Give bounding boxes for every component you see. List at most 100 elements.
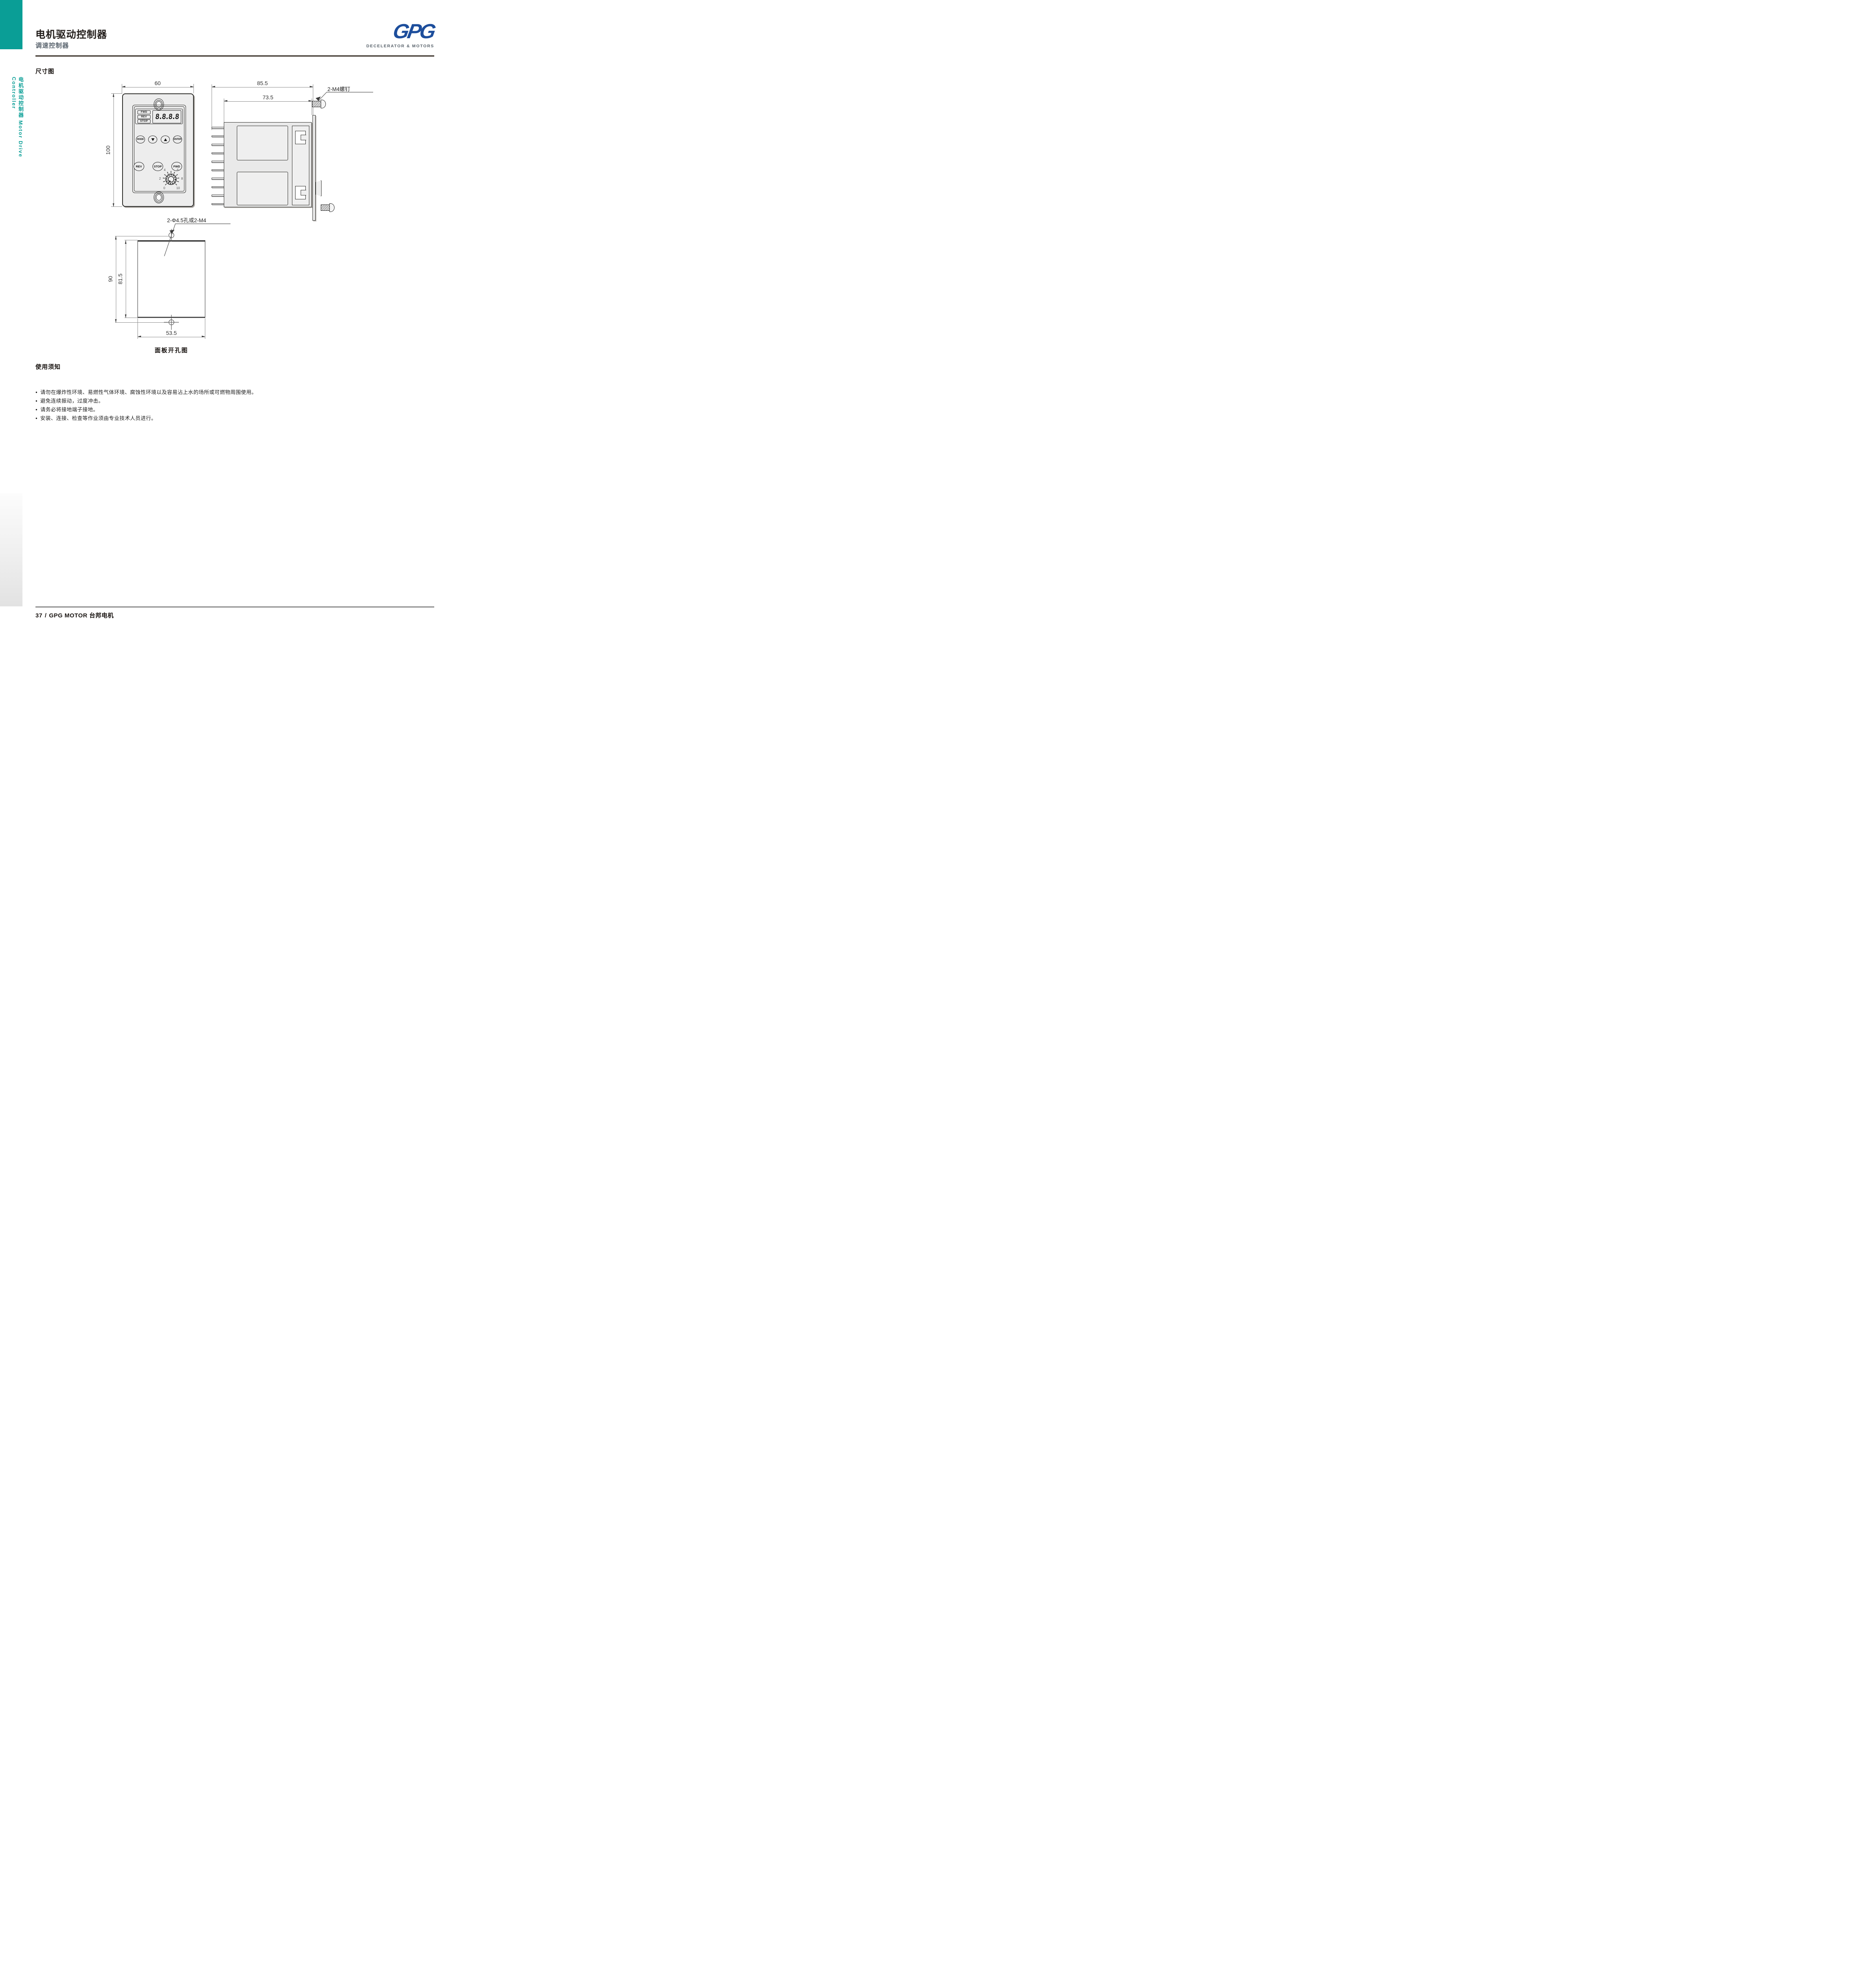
section-title-dimensions: 尺寸图 — [35, 68, 55, 75]
mount-hole-icon — [169, 320, 174, 325]
knob-label-0: 0 — [163, 186, 165, 190]
left-margin-strip — [0, 493, 22, 606]
ext-line — [115, 322, 168, 323]
footer-page-label: 37/GPG MOTOR 台邦电机 — [35, 611, 116, 619]
dim-arrow — [112, 203, 114, 207]
gpg-logo-icon: GPG — [391, 20, 437, 43]
terminal-pin — [212, 152, 225, 154]
dim-arrow — [138, 336, 141, 337]
dim-line-73-5 — [224, 101, 312, 102]
ext-line — [111, 93, 122, 94]
page-number: 37 — [35, 612, 43, 619]
ext-line — [111, 206, 122, 207]
m4-screw-icon — [312, 100, 326, 108]
mounting-clip — [316, 180, 322, 196]
brand-tagline: DECELERATOR & MOTORS — [366, 44, 434, 48]
sidebar-vertical-label: 电机驱动控制器 Motor Drive Controller — [11, 77, 24, 158]
note-item: ●请勿在爆炸性环境、易燃性气体环境、腐蚀性环境以及容易沾上水的场所或可燃物周围使… — [35, 389, 257, 395]
note-item: ●请务必将接地端子接地。 — [35, 407, 99, 413]
knob-label-6: 6 — [177, 168, 179, 172]
mount-slot — [295, 186, 306, 199]
dim-label-90: 90 — [107, 276, 113, 282]
dim-arrow — [310, 86, 313, 87]
bullet-icon: ● — [35, 408, 38, 411]
dim-label-60: 60 — [154, 80, 161, 86]
indicator-fwd: FWD — [138, 110, 151, 114]
dim-arrow — [115, 236, 117, 240]
terminal-pin — [212, 144, 225, 146]
knob-label-10: 10 — [176, 186, 180, 190]
terminal-pin — [212, 195, 225, 197]
section-title-notes: 使用须知 — [35, 364, 61, 370]
terminal-pin — [212, 178, 225, 180]
indicator-rev: REV — [138, 115, 151, 119]
leader-lines — [164, 92, 373, 330]
triangle-down-icon — [151, 138, 154, 143]
display-digits: 8.8.8.8 — [155, 112, 179, 121]
dim-arrow — [125, 240, 126, 244]
rev-button: REV — [134, 162, 144, 171]
terminal-pin — [212, 186, 225, 188]
page-title: 电机驱动控制器 — [35, 29, 108, 40]
hole-callout-label: 2-Φ4.5孔或2-M4 — [167, 217, 206, 223]
dim-arrow — [125, 314, 126, 318]
display-group: FWD REV STOP 8.8.8.8 — [135, 109, 183, 124]
bullet-icon: ● — [35, 399, 38, 403]
seven-segment-display: 8.8.8.8 — [152, 110, 181, 123]
dim-arrow — [309, 100, 312, 102]
mount-slot — [295, 131, 306, 144]
m4-screw-icon — [321, 203, 335, 212]
stop-button: STOP — [152, 162, 163, 171]
note-item: ●安装、连接、检查等作业须由专业技术人员进行。 — [35, 415, 157, 421]
enter-button: ENTER — [173, 136, 182, 143]
dim-label-53-5: 53.5 — [166, 330, 177, 336]
controller-front-panel: FWD REV STOP 8.8.8.8 MODE ENTER REV STOP… — [122, 93, 194, 207]
dim-label-73-5: 73.5 — [262, 94, 273, 100]
brand-logo: GPG DECELERATOR & MOTORS — [344, 20, 437, 48]
dim-arrow — [115, 319, 117, 323]
controller-side-body — [224, 122, 312, 207]
indicator-stop: STOP — [138, 119, 151, 123]
mode-button: MODE — [136, 136, 145, 143]
sidebar-accent-block — [0, 0, 22, 49]
triangle-up-icon — [164, 137, 167, 141]
knob-label-8: 8 — [181, 177, 183, 180]
front-bezel-edge — [312, 115, 316, 221]
dim-arrow — [212, 86, 215, 87]
footer-brand: GPG MOTOR 台邦电机 — [49, 612, 114, 619]
catalog-page: 电机驱动控制器 调速控制器 GPG DECELERATOR & MOTORS 电… — [0, 0, 469, 636]
dim-label-85-5: 85.5 — [257, 80, 268, 86]
terminal-pin — [212, 127, 225, 129]
footer-separator: / — [45, 612, 47, 619]
dim-arrow — [190, 86, 194, 87]
side-compartment — [237, 126, 288, 160]
header-divider — [35, 55, 434, 57]
cutout-caption: 面板开孔图 — [154, 347, 188, 354]
terminal-pin — [212, 169, 225, 171]
fwd-button: FWD — [171, 162, 182, 171]
dim-arrow — [122, 86, 125, 87]
speed-knob-icon — [163, 171, 179, 186]
knob-label-4: 4 — [164, 168, 166, 172]
note-item: ●避免连续振动，过度冲击。 — [35, 398, 104, 404]
dim-label-100: 100 — [105, 145, 111, 155]
up-button — [161, 136, 170, 143]
bullet-icon: ● — [35, 416, 38, 420]
side-compartment — [237, 172, 288, 205]
panel-cutout-rect — [138, 240, 205, 318]
dim-arrow — [224, 100, 227, 102]
page-subtitle: 调速控制器 — [35, 43, 69, 49]
screw-callout-label: 2-M4螺钉 — [327, 86, 350, 92]
footer-divider — [35, 606, 434, 608]
mount-hole-icon — [169, 232, 174, 238]
terminal-pin — [212, 203, 225, 205]
knob-label-2: 2 — [159, 177, 161, 180]
side-rail — [292, 126, 309, 205]
dim-line-100 — [113, 93, 114, 207]
down-button — [148, 136, 157, 143]
bullet-icon: ● — [35, 390, 38, 394]
ext-line — [193, 84, 194, 93]
dim-arrow — [202, 336, 205, 337]
terminal-pin — [212, 135, 225, 137]
dim-label-81-5: 81.5 — [117, 273, 123, 284]
